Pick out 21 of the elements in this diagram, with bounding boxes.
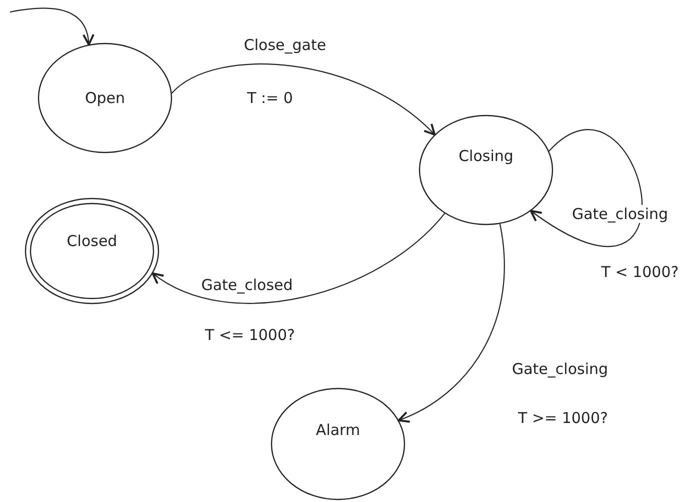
edge-label: Gate_closing xyxy=(572,205,668,223)
edge-label: Gate_closing xyxy=(512,360,608,378)
transition-arrow xyxy=(152,212,446,304)
state-ellipse xyxy=(38,43,172,153)
edge-label: Close_gate xyxy=(244,36,326,54)
edge-label: Gate_closed xyxy=(201,276,293,294)
state-ellipse xyxy=(25,198,159,304)
guard-label: T := 0 xyxy=(247,89,293,107)
guard-label: T < 1000? xyxy=(601,263,679,281)
guard-label: T <= 1000? xyxy=(205,326,295,344)
state-ellipse xyxy=(419,115,553,225)
state-label: Open xyxy=(84,89,126,107)
transition-arrow xyxy=(398,224,505,422)
transition-arrow xyxy=(171,64,436,136)
state-label: Alarm xyxy=(316,421,360,439)
transition-arrow xyxy=(530,129,642,246)
transition-arrow xyxy=(10,8,94,46)
state-label: Closing xyxy=(458,147,514,165)
state-ellipse xyxy=(271,388,405,500)
guard-label: T >= 1000? xyxy=(518,409,608,427)
state-label: Closed xyxy=(66,232,118,250)
